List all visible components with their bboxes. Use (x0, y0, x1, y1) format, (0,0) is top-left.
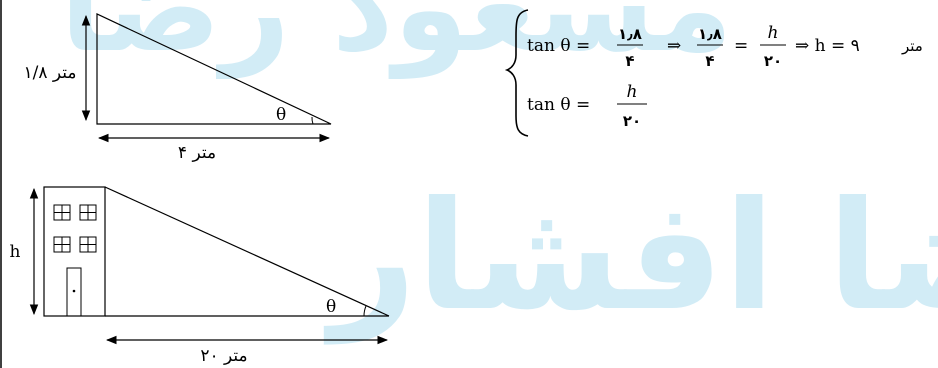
angle-label-bottom: θ (326, 297, 336, 317)
implies-arrow-1: ⇒ (667, 36, 681, 56)
angle-arc-top (311, 116, 314, 125)
angle-label-top: θ (276, 105, 286, 125)
eq1-numerator: ۱٫۸ (618, 25, 642, 43)
bottom-figure: θ h ۲۰ متر (10, 186, 390, 366)
angle-arc-bottom (363, 305, 367, 317)
top-figure: θ ۱/۸ متر ۴ متر (23, 13, 332, 163)
eq1c-denominator: ۲۰ (764, 52, 782, 70)
base-label-bottom: ۲۰ متر (200, 346, 247, 366)
eq2-denominator: ۲۰ (623, 112, 641, 130)
height-label-bottom: h (10, 242, 21, 262)
height-label-top: ۱/۸ متر (23, 63, 76, 83)
base-label-top: ۴ متر (178, 143, 216, 163)
door (66, 267, 82, 317)
door-knob (72, 289, 76, 293)
watermark-bottom: میرضا افشار (330, 170, 938, 344)
eq1b-denominator: ۴ (705, 52, 714, 70)
window-grid (53, 204, 97, 253)
eq1-result: ⇒ h = ۹ (795, 36, 860, 56)
eq1-unit: متر (901, 37, 923, 55)
eq2-lhs: tan θ = (527, 95, 590, 115)
small-triangle (96, 13, 332, 125)
eq1c-numerator: h (768, 23, 779, 43)
eq2-numerator: h (627, 82, 638, 102)
hypotenuse-bottom (104, 186, 390, 317)
eq1b-equals: = (734, 36, 748, 56)
eq1-lhs: tan θ = (527, 36, 590, 56)
equation-system: tan θ = ۱٫۸ ۴ ⇒ ۱٫۸ ۴ = h ۲۰ ⇒ h = ۹ متر… (504, 9, 923, 137)
watermark-top: مسعود رضا (60, 0, 733, 79)
eq1b-numerator: ۱٫۸ (698, 25, 722, 43)
eq1-denominator: ۴ (625, 52, 634, 70)
left-brace (504, 9, 529, 137)
